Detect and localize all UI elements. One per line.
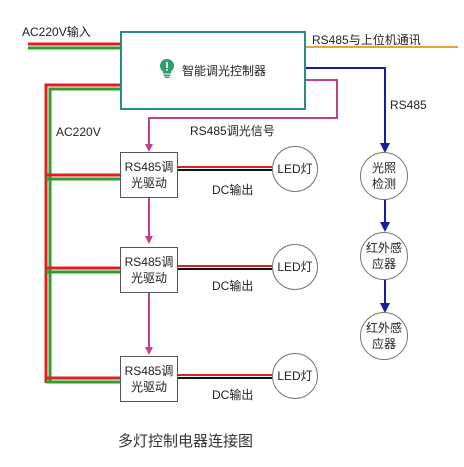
rs485-sensor-wire [306,67,390,153]
driver-label: RS485调光驱动 [124,160,174,190]
sensor-label: 红外感应器 [365,321,402,351]
ac-bus-wire-red [44,83,120,383]
rs485-dimming-driver: RS485调光驱动 [120,356,178,402]
dc-output-label: DC输出 [212,279,254,293]
rs485-dimming-driver: RS485调光驱动 [120,152,178,198]
infrared-sensor: 红外感应器 [360,232,408,280]
led-lamp-label: LED灯 [277,162,313,176]
diagram-caption: 多灯控制电器连接图 [118,433,254,450]
controller-label: 智能调光控制器 [181,63,266,78]
dc-output-label: DC输出 [212,388,254,402]
rs485-sensor-label: RS485 [390,98,427,112]
ac-bus-label: AC220V [56,125,101,139]
rs485-signal-wire [145,79,338,152]
driver-label: RS485调光驱动 [124,364,174,394]
lightbulb-icon [159,59,174,82]
upper-comm-label: RS485与上位机通讯 [312,33,421,47]
ac-input-label: AC220V输入 [22,25,91,39]
smart-dimming-controller: 智能调光控制器 [120,31,306,110]
led-lamp: LED灯 [272,146,318,192]
ac-bus-wire-green [48,87,120,383]
sensor-label: 红外感应器 [365,241,402,271]
infrared-sensor: 红外感应器 [360,312,408,360]
rs485-dimming-signal-label: RS485调光信号 [190,124,275,138]
driver-label: RS485调光驱动 [124,255,174,285]
led-lamp-label: LED灯 [277,369,313,383]
sensor-label: 光照检测 [371,161,396,191]
dc-output-label: DC输出 [212,183,254,197]
led-lamp-label: LED灯 [277,260,313,274]
led-lamp: LED灯 [272,244,318,290]
rs485-dimming-driver: RS485调光驱动 [120,247,178,293]
light-detection-sensor: 光照检测 [360,152,408,200]
led-lamp: LED灯 [272,353,318,399]
